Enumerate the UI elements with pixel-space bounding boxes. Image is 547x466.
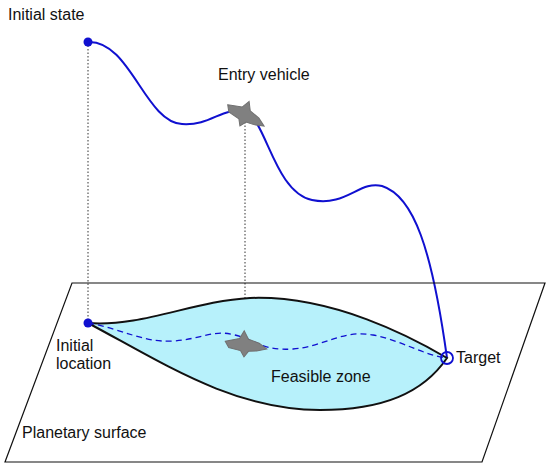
annotation-label: Entry vehicle [218,66,310,84]
region-label: Feasible zone [271,368,371,386]
projection-line [88,42,89,321]
annotation-label: Initial location [56,337,128,373]
feasible-zone-shape [83,293,453,418]
entry-vehicle-icon [222,94,271,135]
region-label: Planetary surface [22,424,147,442]
planetary-surface: Feasible zonePlanetary surface [0,283,547,466]
annotation-label: Initial state [8,6,84,24]
annotation-label: Target [456,349,500,367]
initial-state-dot [84,38,93,47]
feasible-zone: Feasible zone [83,293,453,418]
